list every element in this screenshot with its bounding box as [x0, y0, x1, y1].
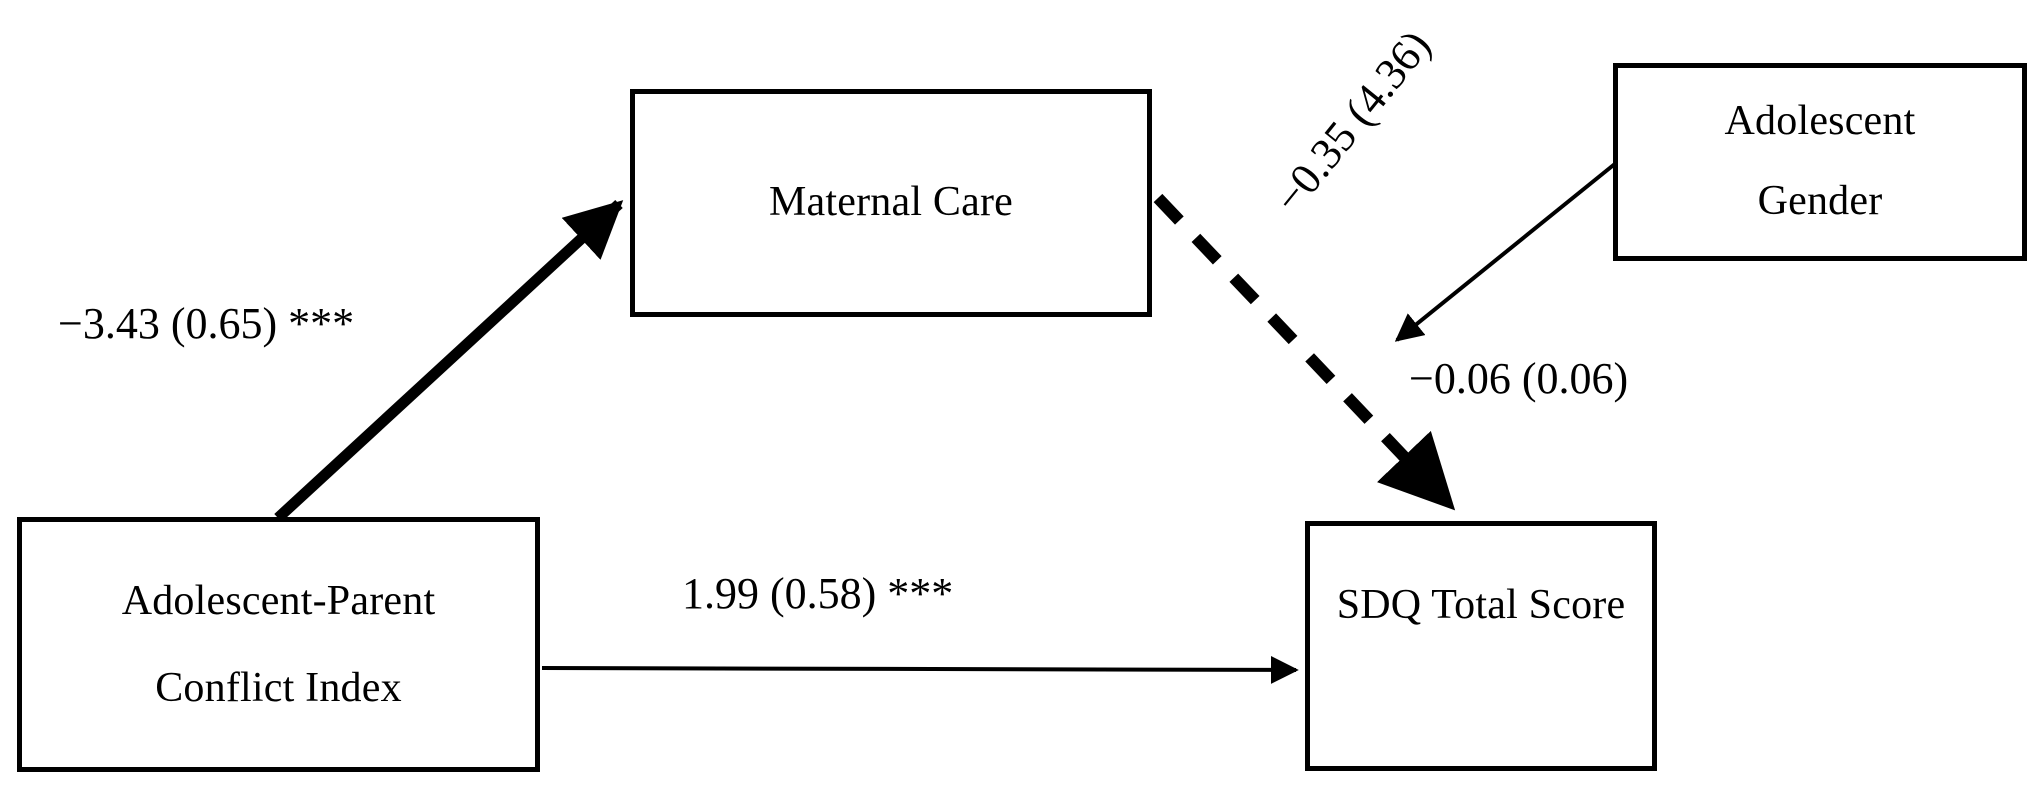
node-adolescent-gender-label-line2: Gender: [1757, 178, 1883, 224]
edge-b-path-line: [1153, 193, 1456, 511]
node-conflict-index-label-line2: Conflict Index: [155, 664, 402, 711]
edge-label-c-path: 1.99 (0.58) ***: [682, 569, 954, 618]
node-adolescent-gender[interactable]: Adolescent Gender: [1613, 63, 2027, 261]
edge-c-path-line: [541, 655, 1299, 684]
edge-a-path-line: [274, 199, 624, 523]
node-adolescent-gender-label-line1: Adolescent: [1724, 98, 1916, 145]
edge-label-b-path: −0.06 (0.06): [1409, 354, 1629, 403]
node-adolescent-parent-conflict-index[interactable]: Adolescent-Parent Conflict Index: [17, 517, 540, 772]
edge-moderation-path-line: [1394, 161, 1618, 342]
node-sdq-total-score[interactable]: SDQ Total Score: [1305, 521, 1657, 771]
node-maternal-care-label: Maternal Care: [769, 179, 1013, 226]
node-maternal-care[interactable]: Maternal Care: [630, 89, 1152, 317]
node-sdq-total-score-label: SDQ Total Score: [1336, 582, 1626, 628]
edge-label-moderation-path: −0.35 (4.36): [1264, 21, 1441, 223]
edge-label-a-path: −3.43 (0.65) ***: [58, 299, 355, 348]
node-conflict-index-label-line1: Adolescent-Parent: [121, 578, 436, 625]
